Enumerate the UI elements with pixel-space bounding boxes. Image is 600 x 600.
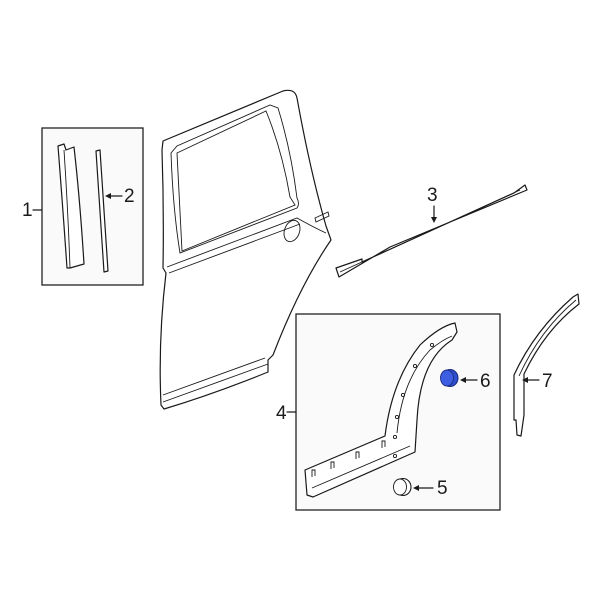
rocker-clip-tabs [311,440,386,477]
callout-6-label: 6 [480,371,491,392]
wheel-opening-molding-part [304,322,458,498]
callout-3[interactable]: 3 [427,185,438,223]
arrow-icon [431,217,437,223]
callout-1-label: 1 [22,200,33,221]
rear-door [159,89,332,410]
arrow-icon [460,377,466,383]
callout-5-label: 5 [437,478,448,499]
callout-7[interactable]: 7 [522,371,553,392]
callout-2[interactable]: 2 [105,186,135,207]
callout-3-label: 3 [427,185,438,206]
clip-5-part[interactable] [393,477,412,497]
arrow-icon [522,377,528,383]
callout-1[interactable]: 1 [22,200,43,221]
callout-4-label: 4 [276,403,287,424]
belt-molding-part [335,184,528,278]
callout-4[interactable]: 4 [276,403,297,424]
clip-6-part[interactable] [440,368,459,388]
wheel-opening-molding-7-part [513,293,580,437]
arrow-icon [413,485,419,491]
callout-6[interactable]: 6 [460,371,491,392]
group-box-1 [41,127,144,286]
rivet-holes [392,342,435,459]
callout-5[interactable]: 5 [413,478,448,499]
pillar-trim-part [57,143,85,269]
group-box-4 [295,313,501,511]
arrow-icon [105,193,111,199]
callout-2-label: 2 [124,186,135,207]
pillar-applique-part [95,149,109,273]
callout-7-label: 7 [542,371,553,392]
